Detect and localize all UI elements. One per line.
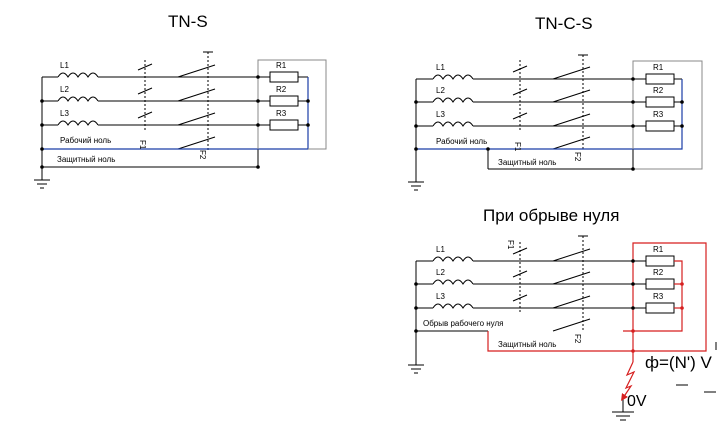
tn-s-label-r2: R2 — [276, 85, 287, 94]
tn-s-phase-lines — [34, 51, 308, 189]
tn-s-label-l2: L2 — [60, 85, 69, 94]
tn-s-label-l3: L3 — [60, 109, 69, 118]
broken-label-r2: R2 — [653, 268, 664, 277]
broken-protective-neutral-label: Защитный ноль — [498, 340, 556, 349]
title-tn-s: TN-S — [168, 12, 208, 31]
tn-c-s-protective-neutral-label: Защитный ноль — [498, 158, 556, 167]
broken-label-l2: L2 — [436, 268, 445, 277]
broken-label-l1: L1 — [436, 245, 445, 254]
broken-label-r1: R1 — [653, 245, 664, 254]
tn-s-protective-neutral-label: Защитный ноль — [57, 155, 115, 164]
zero-volt-label: 0V — [627, 393, 647, 410]
tn-c-s-diagram: L1 L2 L3 R1 R2 R3 F1 F2 Рабочий ноль Защ… — [408, 54, 703, 191]
broken-neutral-diagram: L1 L2 L3 R1 R2 R3 F1 F2 Обрыв рабочего н… — [408, 235, 717, 421]
broken-label-f2: F2 — [573, 334, 582, 344]
tn-s-label-f2: F2 — [198, 150, 207, 160]
tn-s-label-f1: F1 — [138, 140, 147, 150]
tn-c-s-label-r3: R3 — [653, 110, 664, 119]
broken-working-neutral-label: Обрыв рабочего нуля — [423, 319, 504, 328]
tn-s-diagram: L1 L2 L3 R1 R2 R3 F1 F2 Рабочий ноль Защ… — [34, 51, 327, 189]
tn-c-s-working-neutral-label: Рабочий ноль — [436, 137, 487, 146]
title-tn-c-s: TN-C-S — [535, 14, 593, 33]
title-broken-neutral: При обрыве нуля — [483, 206, 620, 225]
broken-label-f1: F1 — [506, 240, 515, 250]
broken-label-r3: R3 — [653, 292, 664, 301]
broken-label-l3: L3 — [436, 292, 445, 301]
tn-c-s-label-r1: R1 — [653, 63, 664, 72]
tn-c-s-label-r2: R2 — [653, 86, 664, 95]
tn-s-label-r1: R1 — [276, 61, 287, 70]
potential-label: ф=(N') V — [645, 353, 712, 372]
tn-s-working-neutral-label: Рабочий ноль — [60, 136, 111, 145]
tn-c-s-label-l1: L1 — [436, 63, 445, 72]
tn-s-label-r3: R3 — [276, 109, 287, 118]
tn-c-s-label-l3: L3 — [436, 110, 445, 119]
tn-c-s-label-f2: F2 — [573, 152, 582, 162]
tn-c-s-label-l2: L2 — [436, 86, 445, 95]
tn-s-load-frame — [257, 59, 327, 150]
tn-s-label-l1: L1 — [60, 61, 69, 70]
tn-c-s-label-f1: F1 — [513, 142, 522, 152]
